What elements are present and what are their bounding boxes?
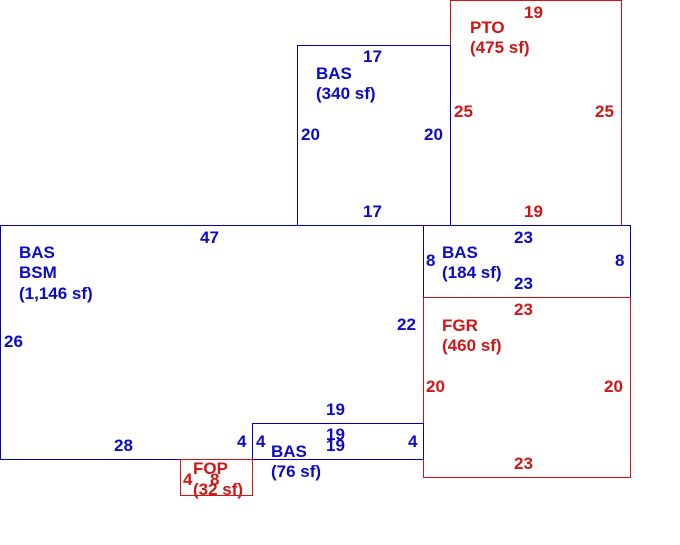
bas-lower-dim-top: 19 — [326, 400, 345, 419]
bas-lower-dim-inner-bottom: 19 — [326, 436, 345, 455]
pto-dim-right: 25 — [595, 102, 614, 121]
bas-lower-dim-inner-top: 19 — [326, 425, 345, 444]
pto-dim-left: 25 — [454, 102, 473, 121]
fop-name: FOP — [193, 459, 228, 478]
fgr-outline — [423, 297, 631, 478]
bas-lower-size: (76 sf) — [271, 462, 322, 481]
bas-upper-name: BAS — [316, 64, 352, 83]
bas-main-name: BAS — [19, 243, 55, 262]
fop-dim-left: 4 — [183, 470, 193, 489]
bas-upper-size: (340 sf) — [316, 84, 376, 103]
bas-upper-dim-top: 17 — [363, 47, 382, 66]
bas-main-size: (1,146 sf) — [19, 284, 93, 303]
pto-name: PTO — [470, 18, 505, 37]
pto-dim-bottom: 19 — [524, 202, 543, 221]
bas-upper-dim-right: 20 — [424, 125, 443, 144]
bas-small-dim-top: 23 — [514, 228, 533, 247]
fop-dim-right: 8 — [210, 470, 220, 489]
bas-main-dim-bottom: 28 — [114, 436, 133, 455]
fgr-name: FGR — [442, 316, 478, 335]
bas-small-dim-bottom: 23 — [514, 274, 533, 293]
bas-lower-name: BAS — [271, 442, 307, 461]
bas-lower-dim-right: 4 — [408, 432, 418, 451]
bas-main-dim-step: 4 — [237, 432, 247, 451]
pto-size: (475 sf) — [470, 38, 530, 57]
bas-main-dim-top: 47 — [200, 228, 219, 247]
bas-main-dim-left: 26 — [4, 332, 23, 351]
fgr-dim-bottom: 23 — [514, 454, 533, 473]
bas-small-name: BAS — [442, 243, 478, 262]
bas-upper-dim-left: 20 — [301, 125, 320, 144]
bas-lower-dim-left: 4 — [256, 432, 266, 451]
pto-dim-top: 19 — [524, 3, 543, 22]
bas-small-size: (184 sf) — [442, 263, 502, 282]
bas-main-dim-right: 22 — [397, 315, 416, 334]
bas-small-dim-right: 8 — [615, 251, 625, 270]
fgr-dim-top: 23 — [514, 300, 533, 319]
bas-lower-outline — [252, 423, 424, 460]
fgr-dim-left: 20 — [426, 377, 445, 396]
fop-size: (32 sf) — [193, 480, 244, 499]
bas-upper-dim-bottom: 17 — [363, 202, 382, 221]
fop-outline — [180, 459, 253, 496]
bas-main-name2: BSM — [19, 263, 57, 282]
bas-small-dim-left: 8 — [426, 251, 436, 270]
fgr-dim-right: 20 — [604, 377, 623, 396]
fgr-size: (460 sf) — [442, 336, 502, 355]
